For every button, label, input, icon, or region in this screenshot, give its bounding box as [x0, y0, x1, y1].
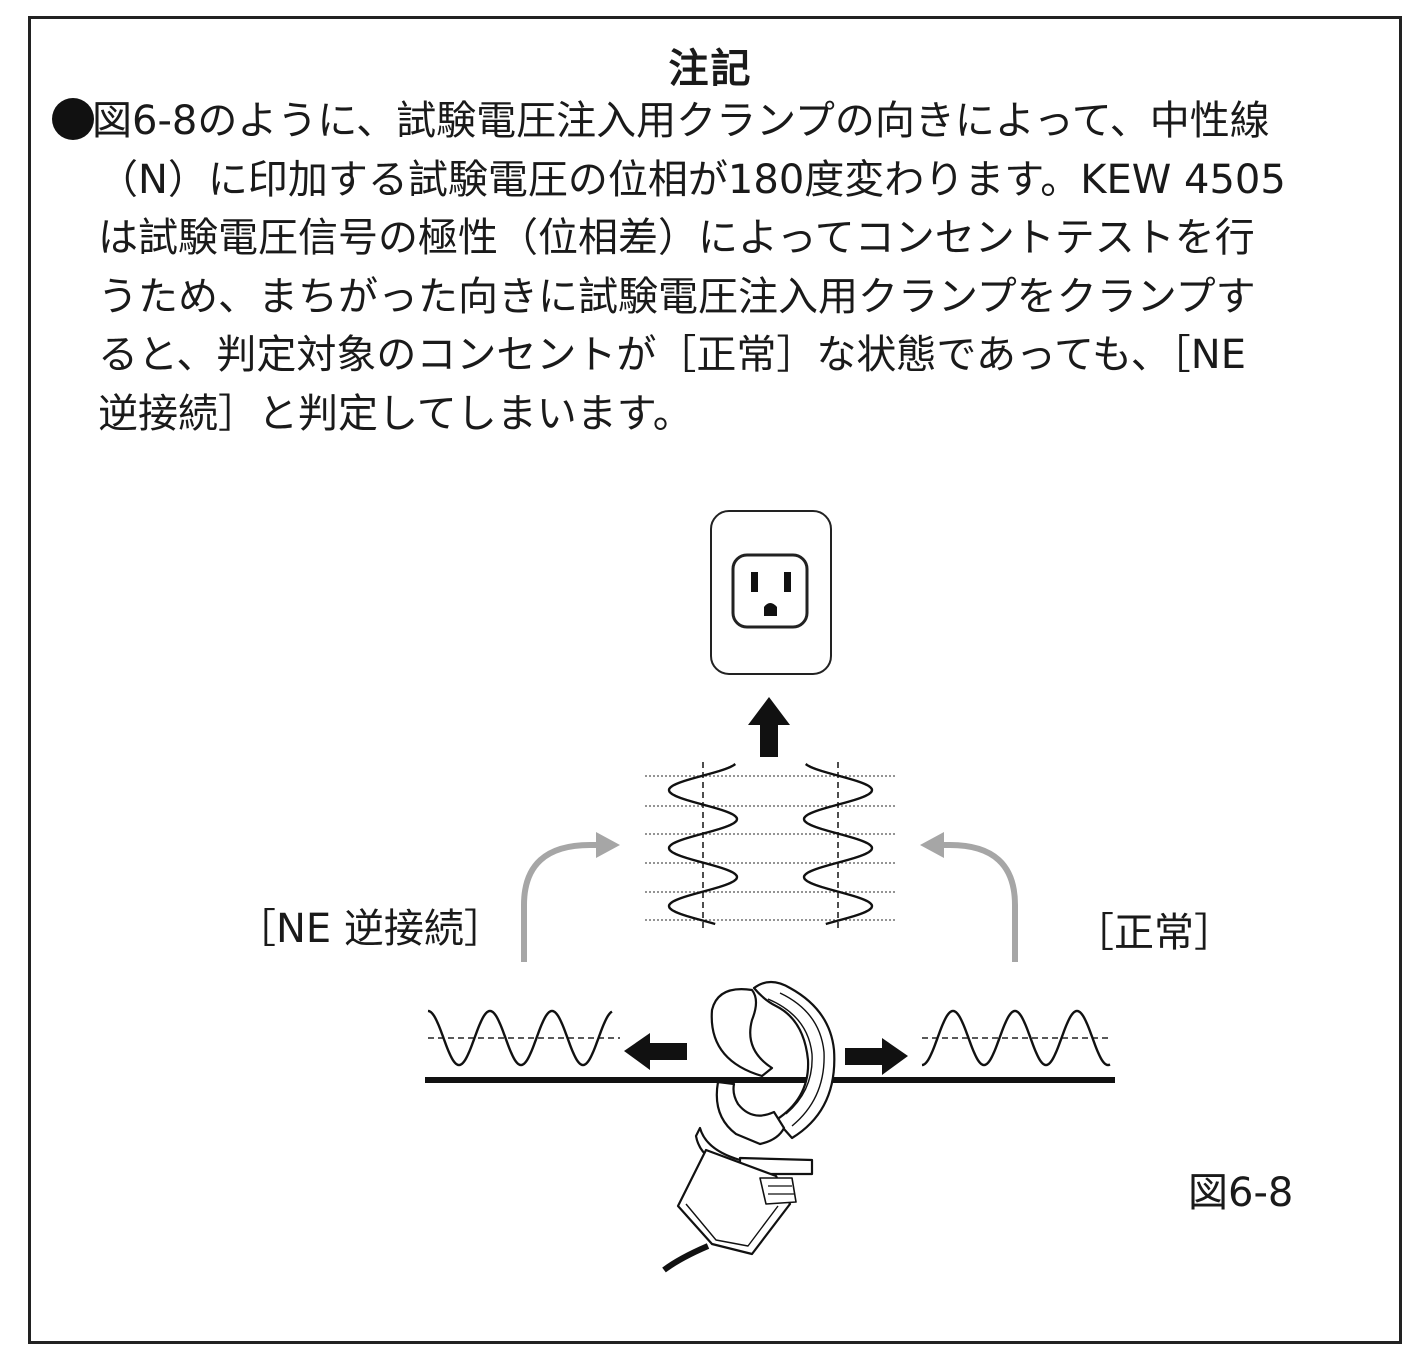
bullet-icon [52, 98, 94, 140]
figure-number: 図6-8 [1188, 1170, 1294, 1216]
outlet-icon [710, 510, 832, 675]
note-body: 図6-8のように、試験電圧注入用クランプの向きによって、中性線 （N）に印加する… [92, 92, 1384, 443]
wave-axis [702, 762, 839, 928]
note-line: は試験電圧信号の極性（位相差）によってコンセントテストを行 [98, 215, 1255, 261]
label-ne-reverse: ［NE 逆接続］ [236, 906, 504, 952]
note-frame [28, 16, 1402, 1344]
horizontal-waves [427, 1009, 1111, 1067]
phase-grid [645, 775, 895, 921]
vertical-waves [667, 763, 874, 926]
note-line: 図6-8のように、試験電圧注入用クランプの向きによって、中性線 [92, 98, 1270, 144]
note-line: （N）に印加する試験電圧の位相が180度変わります。KEW 4505 [98, 156, 1286, 203]
arrow-up-icon [748, 697, 790, 757]
arrow-right-icon [845, 1038, 908, 1075]
note-line: うため、まちがった向きに試験電圧注入用クランプをクランプす [98, 273, 1256, 320]
label-normal: ［正常］ [1074, 910, 1234, 956]
note-line: 逆接続］と判定してしまいます。 [98, 390, 693, 437]
note-line: ると、判定対象のコンセントが［正常］な状態であっても、［NE [98, 332, 1246, 378]
note-title: 注記 [668, 46, 753, 92]
arrow-left-icon [624, 1033, 687, 1070]
gray-curved-arrows [521, 832, 1018, 962]
clamp-sensor-icon [662, 980, 836, 1273]
